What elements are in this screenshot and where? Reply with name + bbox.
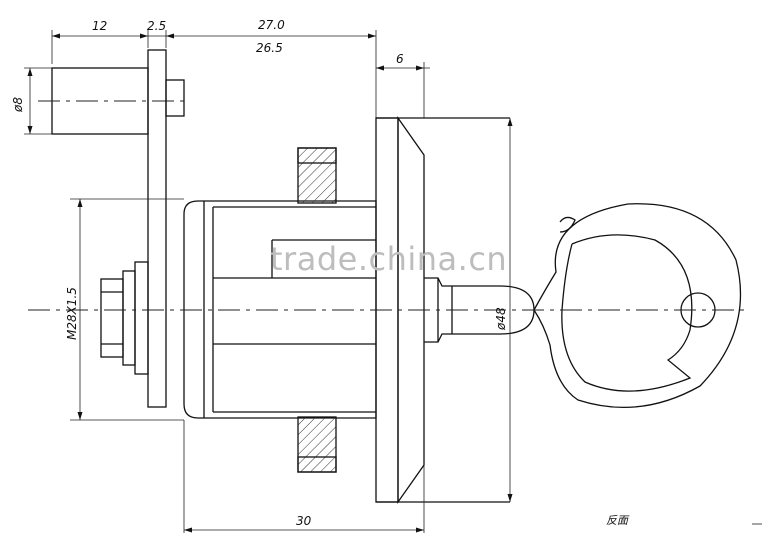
top-dimension-chain: 12 2.5 27.0 26.5 6 (51, 18, 430, 118)
dim-26-5: 26.5 (256, 41, 283, 55)
dim-2-5: 2.5 (147, 19, 166, 33)
dim-thread: M28X1.5 (65, 287, 79, 340)
thread-dimension: M28X1.5 (65, 198, 184, 421)
dim-dia-48: ø48 (494, 307, 508, 331)
cylinder-body (183, 200, 377, 419)
retainer-blocks (297, 147, 337, 473)
dim-12: 12 (92, 19, 107, 33)
dim-30: 30 (296, 514, 312, 528)
dim-6: 6 (396, 52, 404, 66)
hex-nut (100, 261, 149, 375)
dim-dia-8: ø8 (11, 97, 25, 113)
cam-plate (147, 49, 185, 408)
key-bow (533, 203, 742, 408)
watermark: trade.china.cn (270, 240, 507, 278)
key-plug (424, 277, 535, 343)
dim-27-0: 27.0 (258, 18, 285, 32)
key-reverse-label: 反面 (606, 514, 630, 527)
shaft-end: ø8 (11, 67, 190, 135)
dia-48-dimension: ø48 (494, 118, 513, 502)
bottom-dimension: 30 (183, 420, 425, 533)
